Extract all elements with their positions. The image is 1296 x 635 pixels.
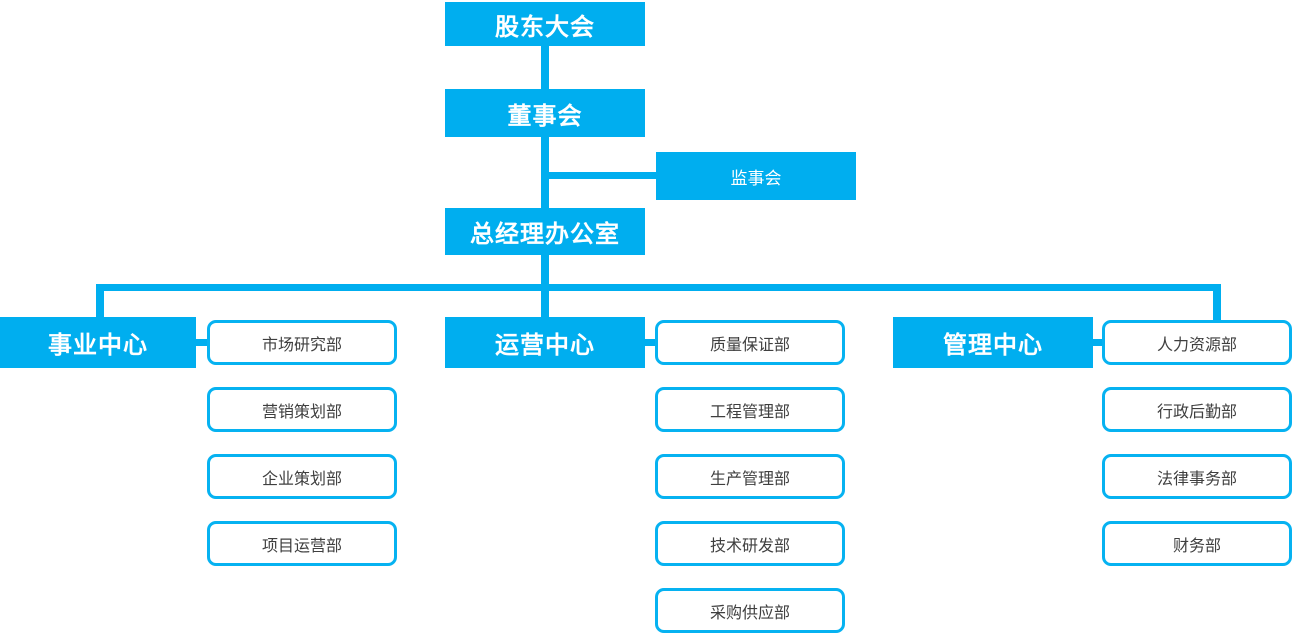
dept-legal-affairs: 法律事务部 [1102,454,1292,499]
node-management-center: 管理中心 [893,317,1093,368]
node-operations-center: 运营中心 [445,317,645,368]
dept-admin-logistics: 行政后勤部 [1102,387,1292,432]
node-business-center: 事业中心 [0,317,196,368]
dept-finance: 财务部 [1102,521,1292,566]
node-supervisory-board: 监事会 [656,152,856,200]
dept-rd-technology: 技术研发部 [655,521,845,566]
dept-procurement-supply: 采购供应部 [655,588,845,633]
node-board-of-directors: 董事会 [445,89,645,137]
dept-quality-assurance: 质量保证部 [655,320,845,365]
dept-market-research: 市场研究部 [207,320,397,365]
connector-board-gmoffice [541,137,549,208]
connector-drop-left [96,284,104,317]
dept-human-resources: 人力资源部 [1102,320,1292,365]
dept-project-operations: 项目运营部 [207,521,397,566]
dept-engineering-management: 工程管理部 [655,387,845,432]
connector-drop-right [1213,284,1221,320]
node-shareholders-meeting: 股东大会 [445,2,645,46]
connector-stub-operations [645,339,655,346]
dept-corporate-planning: 企业策划部 [207,454,397,499]
connector-horizontal-main [96,284,1221,291]
connector-root-board [541,46,549,89]
dept-production-management: 生产管理部 [655,454,845,499]
connector-stub-management [1093,339,1102,346]
node-gm-office: 总经理办公室 [445,208,645,255]
connector-board-supervisory [549,172,656,179]
dept-marketing-planning: 营销策划部 [207,387,397,432]
connector-stub-business [196,339,207,346]
